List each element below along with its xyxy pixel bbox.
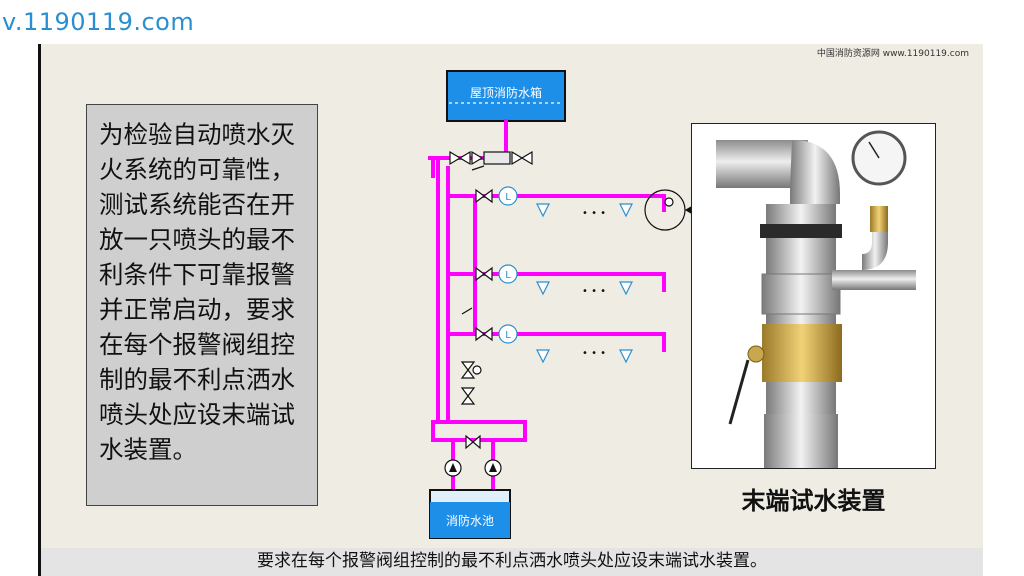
fire-pool-label: 消防水池 xyxy=(446,513,494,528)
flow-indicator-label: L xyxy=(505,270,511,281)
flow-indicator-label: L xyxy=(505,330,511,341)
roof-tank-label: 屋顶消防水箱 xyxy=(470,85,542,100)
fire-pool: 消防水池 xyxy=(429,489,511,539)
pipe-network xyxy=(428,119,666,494)
sprinkler-system-diagram: 屋顶消防水箱 xyxy=(428,70,700,539)
sprinkler-dots: • • • xyxy=(582,286,606,297)
source-label: 中国消防资源网 www.1190119.com xyxy=(816,49,969,59)
slide-canvas: 中国消防资源网 www.1190119.com 为检验自动喷水灭火系统的可靠性，… xyxy=(38,44,983,548)
sprinkler-dots: • • • xyxy=(582,348,606,359)
riser-valves xyxy=(460,307,482,405)
sprinkler-dots: • • • xyxy=(582,208,606,219)
zone-1: L • • • xyxy=(475,186,700,231)
bottom-caption-bar: 要求在每个报警阀组控制的最不利点洒水喷头处应设末端试水装置。 xyxy=(38,548,983,576)
photo-caption: 末端试水装置 xyxy=(741,487,886,515)
test-device-illustration xyxy=(716,130,916,468)
bottom-caption: 要求在每个报警阀组控制的最不利点洒水喷头处应设末端试水装置。 xyxy=(257,551,767,571)
pump-valves xyxy=(465,434,481,450)
pump-right xyxy=(484,459,502,477)
site-watermark-url: v.1190119.com xyxy=(2,8,195,36)
flow-indicator-label: L xyxy=(505,192,511,203)
roof-tank: 屋顶消防水箱 xyxy=(446,70,566,122)
zone-2: L • • • xyxy=(475,264,633,297)
top-valve-group xyxy=(449,150,533,171)
pump-left xyxy=(444,459,462,477)
zone-3: L • • • xyxy=(475,324,633,364)
description-text: 为检验自动喷水灭火系统的可靠性，测试系统能否在开放一只喷头的最不利条件下可靠报警… xyxy=(99,120,295,464)
description-box: 为检验自动喷水灭火系统的可靠性，测试系统能否在开放一只喷头的最不利条件下可靠报警… xyxy=(86,104,318,506)
test-device-photo xyxy=(691,123,936,469)
